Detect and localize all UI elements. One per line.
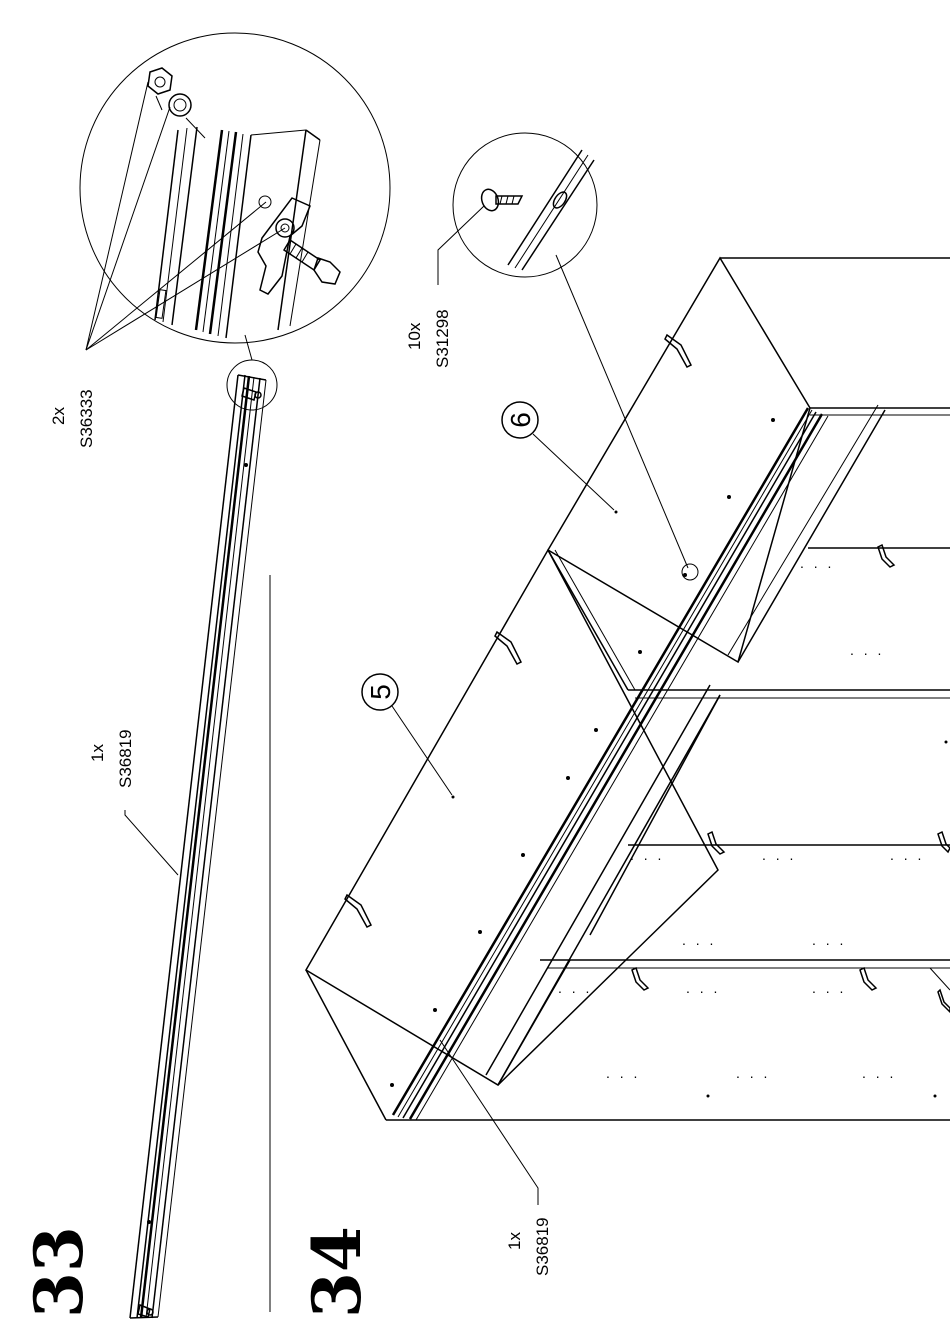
rail-bottom-quantity: 1x: [505, 1232, 524, 1250]
svg-text:. . .: . . .: [630, 847, 664, 863]
hex-nut-icon: [148, 68, 172, 94]
svg-text:. . .: . . .: [558, 980, 592, 996]
washer-icon: [169, 94, 191, 116]
screw-quantity: 10x: [405, 322, 424, 350]
svg-text:. . .: . . .: [686, 980, 720, 996]
detail-marker-circle: [227, 360, 277, 410]
rail-profile-step-33: [130, 375, 266, 1318]
screw-part-code: S31298: [433, 309, 452, 368]
rail-end-clamp-bottom: [138, 1305, 153, 1317]
svg-text:. . .: . . .: [890, 847, 924, 863]
screw-head-icon: [479, 187, 502, 213]
svg-text:. . .: . . .: [812, 932, 846, 948]
step-number-34: 34: [298, 1226, 376, 1318]
svg-text:. . .: . . .: [762, 847, 796, 863]
detail-magnifier-screw: [438, 133, 698, 580]
nut-quantity: 2x: [49, 407, 68, 425]
callout-panel-5: 5: [362, 674, 452, 795]
wardrobe-front-rail: [386, 408, 950, 1120]
rail-top-quantity: 1x: [88, 744, 107, 762]
callout-panel-6: 6: [502, 402, 614, 510]
svg-text:6: 6: [505, 412, 536, 428]
svg-text:5: 5: [365, 684, 396, 700]
wardrobe-top-panel-5: [306, 550, 718, 1120]
step-number-33: 33: [20, 1226, 98, 1318]
rail-bottom-part-code: S36819: [533, 1217, 552, 1276]
detail-magnifier-nut-bolt: [80, 33, 390, 350]
wardrobe-top-panel-6: [548, 258, 950, 662]
svg-text:. . .: . . .: [606, 1065, 640, 1081]
svg-text:. . .: . . .: [862, 1065, 896, 1081]
rail-top-part-code: S36819: [116, 729, 135, 788]
svg-text:. . .: . . .: [736, 1065, 770, 1081]
svg-text:. . .: . . .: [682, 932, 716, 948]
svg-text:. . .: . . .: [812, 980, 846, 996]
svg-text:. . .: . . .: [800, 555, 834, 571]
svg-text:. . .: . . .: [850, 642, 884, 658]
nut-part-code: S36333: [77, 389, 96, 448]
